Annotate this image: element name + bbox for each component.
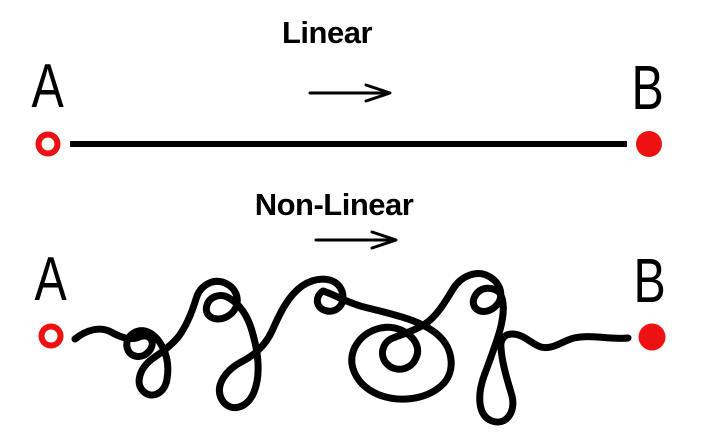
nonlinear-end-filled-circle-marker <box>638 323 666 351</box>
right-arrow-icon <box>308 83 392 103</box>
nonlinear-start-open-circle-marker <box>38 323 64 349</box>
nonlinear-end-label: B <box>633 247 667 316</box>
linear-end-filled-circle-marker <box>636 131 662 157</box>
nonlinear-start-label: A <box>34 245 68 314</box>
nonlinear-path-scribble <box>71 270 632 426</box>
linear-end-label: B <box>631 54 665 123</box>
linear-start-open-circle-marker <box>35 131 61 157</box>
nonlinear-section-title: Non-Linear <box>254 187 414 222</box>
linear-section-title: Linear <box>281 15 373 50</box>
linear-start-label: A <box>31 52 65 121</box>
right-arrow-icon <box>314 230 398 250</box>
